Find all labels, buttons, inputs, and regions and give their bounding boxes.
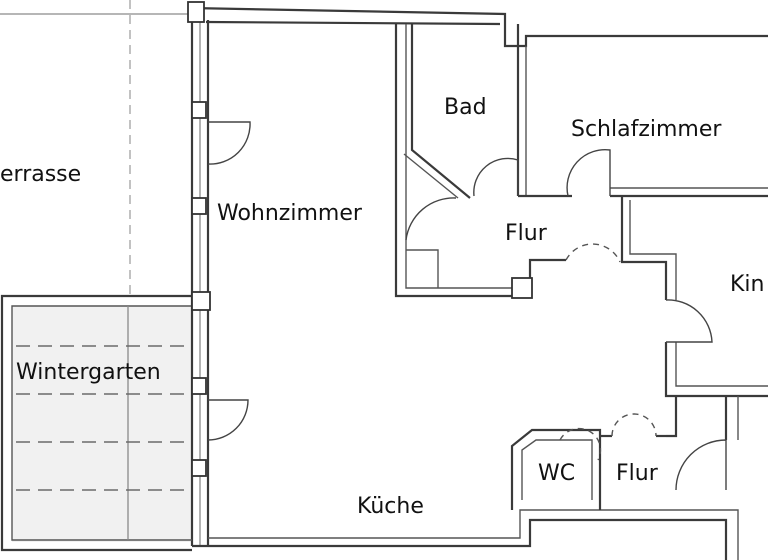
flur-right-wall (620, 196, 668, 300)
wintergarten-floor (12, 306, 192, 542)
lower-flur-wall (666, 396, 678, 438)
pillar (191, 197, 207, 215)
bad-partition-inner (403, 153, 459, 199)
bad-door (473, 157, 519, 197)
flur-dashed-arc-top (565, 243, 621, 263)
exterior-wall-bottom (192, 518, 728, 560)
schlafzimmer-door (566, 148, 611, 197)
lower-flur-door (675, 439, 727, 491)
room-label-wohnzimmer: Wohnzimmer (217, 201, 362, 226)
flur-wall (528, 258, 566, 296)
wintergarten-wall (0, 294, 192, 552)
room-label-wc: WC (538, 461, 576, 486)
flur-corner-door (405, 197, 457, 241)
flur-dashed-arc-bottom (611, 413, 657, 437)
room-label-kueche: Küche (357, 494, 424, 519)
pillar (191, 291, 211, 311)
exterior-wall-top (189, 6, 768, 48)
kind-door (665, 299, 713, 343)
bad-wall-inner (405, 24, 518, 289)
wohnzimmer-door-lower (207, 399, 249, 441)
pillar (191, 377, 207, 395)
room-label-flur-bottom: Flur (616, 461, 658, 486)
pillar (511, 277, 533, 299)
wc-wall (510, 428, 602, 510)
room-label-wintergarten: Wintergarten (16, 360, 161, 385)
exterior-wall-bottom-inner (208, 509, 739, 560)
wc-wall-inner (521, 439, 593, 500)
kind-wall-inner (675, 342, 768, 387)
room-label-kind: Kin (730, 272, 765, 297)
pillar (187, 1, 205, 23)
exterior-wall-top-inner (205, 20, 501, 26)
room-label-schlafzimmer: Schlafzimmer (571, 117, 722, 142)
wc-dashed-door (559, 427, 602, 461)
room-label-terrasse: errasse (0, 162, 82, 187)
pillar (191, 101, 207, 119)
pillar (191, 459, 207, 477)
room-label-flur-top: Flur (505, 221, 547, 246)
bad-partition (410, 24, 471, 199)
kind-wall (664, 342, 768, 398)
wintergarten-wall-inner (11, 305, 192, 541)
wohnzimmer-door-upper (207, 121, 251, 165)
bad-wall (394, 24, 518, 298)
wardrobe-box (406, 249, 439, 288)
room-label-bad: Bad (444, 95, 487, 120)
flur-right-wall-inner (629, 200, 677, 300)
